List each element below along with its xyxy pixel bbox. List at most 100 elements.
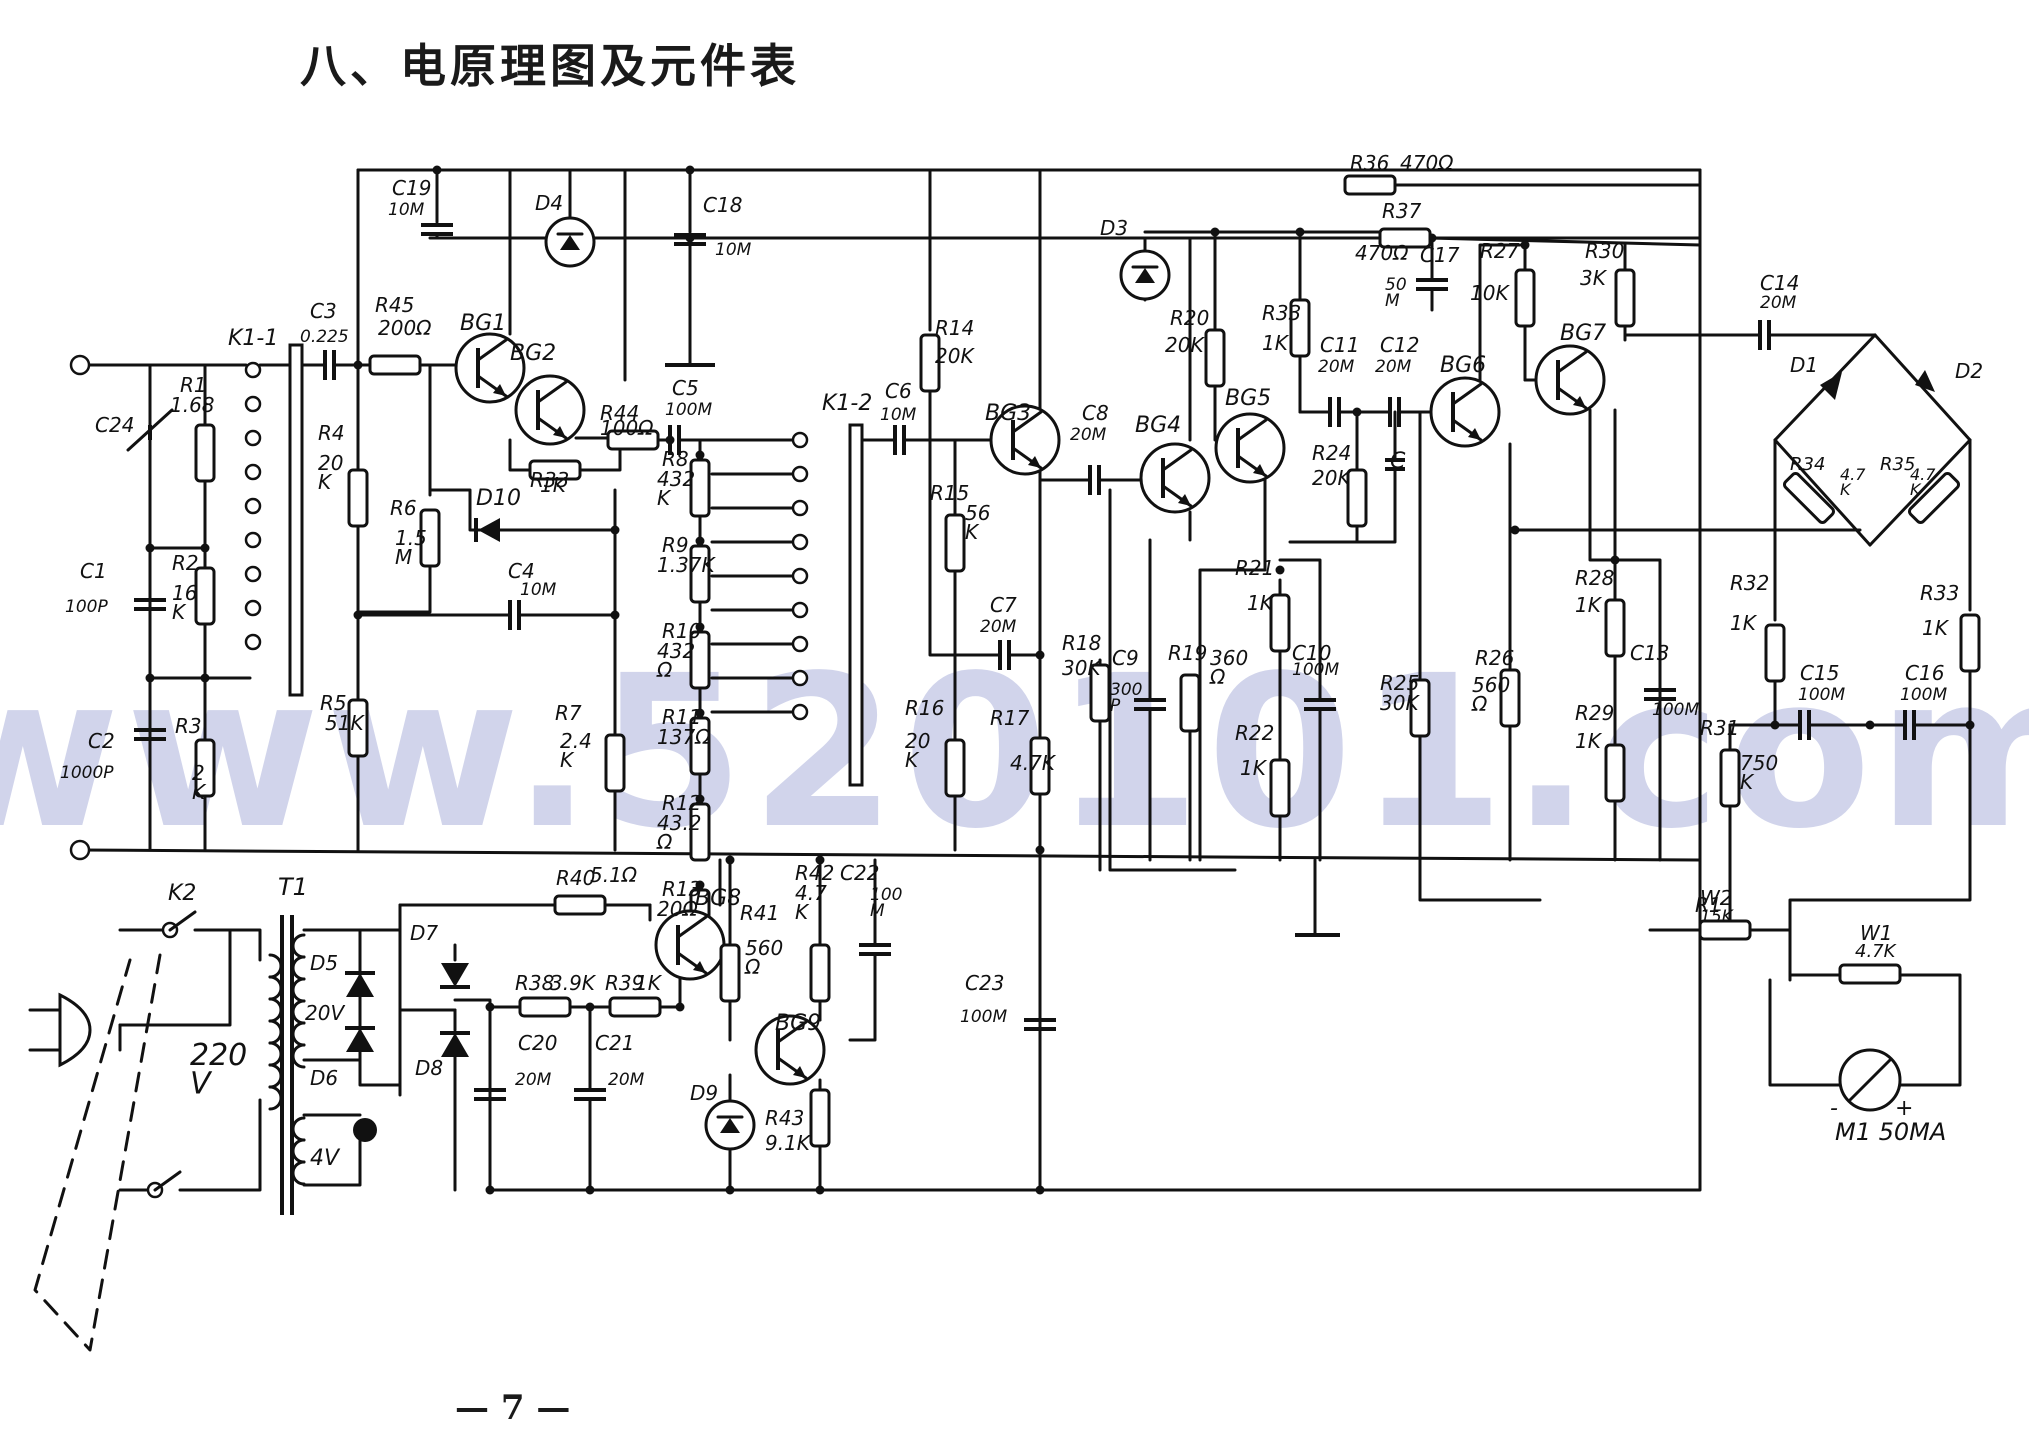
wire bbox=[928, 389, 1002, 657]
resistor-r12 bbox=[689, 802, 711, 862]
resistor-value-label: 470Ω bbox=[1400, 151, 1454, 175]
resistor-r6 bbox=[419, 508, 441, 568]
pot-ref-label: W2 bbox=[1700, 886, 1733, 910]
transistor-label: BG8 bbox=[695, 886, 741, 911]
resistor-ref-label: R29 bbox=[1575, 701, 1614, 725]
resistor-ref-label: R39 bbox=[605, 971, 644, 995]
resistor-ref-label: R10 bbox=[662, 619, 701, 643]
resistor-r7 bbox=[604, 733, 626, 793]
resistor-ref-label: R21 bbox=[1235, 556, 1274, 580]
input-terminal bbox=[69, 354, 91, 376]
transformer-secondary-coil bbox=[291, 1138, 306, 1164]
resistor-r5 bbox=[347, 698, 369, 758]
junction-dot bbox=[1865, 720, 1875, 730]
resistor-r27 bbox=[1514, 268, 1536, 328]
capacitor-ref-label: C9 bbox=[1112, 646, 1139, 670]
resistor-r37 bbox=[1378, 227, 1432, 249]
resistor-r33 bbox=[528, 459, 582, 481]
diode-d6 bbox=[346, 1028, 374, 1052]
resistor-r31 bbox=[1719, 748, 1741, 808]
transistor-collector bbox=[776, 1020, 808, 1044]
resistor-r19 bbox=[1179, 673, 1201, 733]
capacitor-value-label: 10Μ bbox=[880, 405, 917, 425]
resistor-ref-label: R22 bbox=[1235, 721, 1274, 745]
resistor-r44 bbox=[606, 429, 660, 451]
wire bbox=[356, 564, 432, 614]
resistor-r2 bbox=[194, 566, 216, 626]
pilot-lamp bbox=[353, 1118, 377, 1142]
junction-dot bbox=[1035, 845, 1045, 855]
resistor-ref-label: R2 bbox=[172, 551, 199, 575]
resistor-r4 bbox=[347, 468, 369, 528]
switch-contact bbox=[791, 601, 809, 619]
resistor-value-label: 470Ω bbox=[1355, 241, 1409, 265]
wire bbox=[603, 903, 652, 922]
switch-k1-1-label: K1-1 bbox=[228, 326, 278, 351]
wire bbox=[1108, 488, 1237, 872]
wire bbox=[1773, 438, 1872, 547]
resistor-ref-label: R9 bbox=[662, 533, 689, 557]
switch-contact bbox=[791, 465, 809, 483]
transistor-collector bbox=[536, 380, 568, 404]
resistor-ref-label: R13 bbox=[662, 877, 701, 901]
zener-triangle bbox=[560, 235, 580, 250]
junction-dot bbox=[1275, 565, 1285, 575]
resistor-value-label: 137Ω bbox=[657, 725, 711, 749]
capacitor-ref-label: C17 bbox=[1420, 243, 1460, 267]
resistor-ref-label: R4 bbox=[318, 421, 345, 445]
junction-dot bbox=[353, 610, 363, 620]
wire-layer bbox=[78, 165, 1975, 1195]
resistor-ref-label: R8 bbox=[662, 447, 689, 471]
wire bbox=[848, 952, 877, 1042]
wire bbox=[118, 928, 232, 1027]
capacitor-value-label: 1000P bbox=[60, 763, 114, 783]
capacitor-value-label: 20Μ bbox=[515, 1070, 552, 1090]
switch-contact bbox=[244, 531, 262, 549]
junction-dot bbox=[1610, 555, 1620, 565]
resistor-r18 bbox=[1089, 663, 1111, 723]
wire bbox=[1898, 973, 1962, 1087]
resistor-value-label: 30K bbox=[1062, 656, 1102, 680]
resistor-ref-label: R32 bbox=[1730, 571, 1769, 595]
diode-d8 bbox=[441, 1033, 469, 1057]
diode-d7 bbox=[441, 963, 469, 987]
resistor-ref-label: R38 bbox=[515, 971, 554, 995]
page-title: 八、电原理图及元件表 bbox=[300, 39, 800, 93]
wire bbox=[1768, 978, 1842, 1087]
transistor-bg8 bbox=[654, 909, 726, 981]
transistor-collector bbox=[676, 915, 708, 939]
transformer-primary-coil bbox=[268, 1041, 283, 1067]
resistor-value-label: 1K bbox=[1240, 756, 1268, 780]
resistor-r30 bbox=[1614, 268, 1636, 328]
resistor-r34 bbox=[1782, 471, 1836, 525]
resistor-ref-label: R20 bbox=[1170, 306, 1209, 330]
junction-dot bbox=[432, 165, 442, 175]
resistor-r25 bbox=[1409, 678, 1431, 738]
resistor-ref-label: R7 bbox=[555, 701, 582, 725]
transistor-label: BG3 bbox=[985, 401, 1031, 426]
meter-needle bbox=[1848, 1058, 1892, 1102]
resistor-ref-label: R27 bbox=[1480, 239, 1520, 263]
meter-minus-label: - bbox=[1830, 1096, 1838, 1121]
resistor-value-label: 20K bbox=[1312, 466, 1352, 490]
junction-dot bbox=[485, 1185, 495, 1195]
transistor-arrow bbox=[693, 961, 706, 973]
resistor-ref-label: R6 bbox=[390, 496, 417, 520]
resistor-r11 bbox=[689, 716, 711, 776]
junction-dot bbox=[1210, 227, 1220, 237]
transistor-arrow bbox=[1028, 456, 1041, 468]
resistor-r40 bbox=[553, 894, 607, 916]
transformer-secondary-coil bbox=[291, 933, 306, 959]
resistor-ref-label: R24 bbox=[1312, 441, 1351, 465]
resistor-ref-label: R43 bbox=[765, 1106, 804, 1130]
transformer-primary-coil bbox=[268, 1063, 283, 1089]
resistor-value-label: 10K bbox=[1470, 281, 1510, 305]
resistor-r32 bbox=[1764, 623, 1786, 683]
